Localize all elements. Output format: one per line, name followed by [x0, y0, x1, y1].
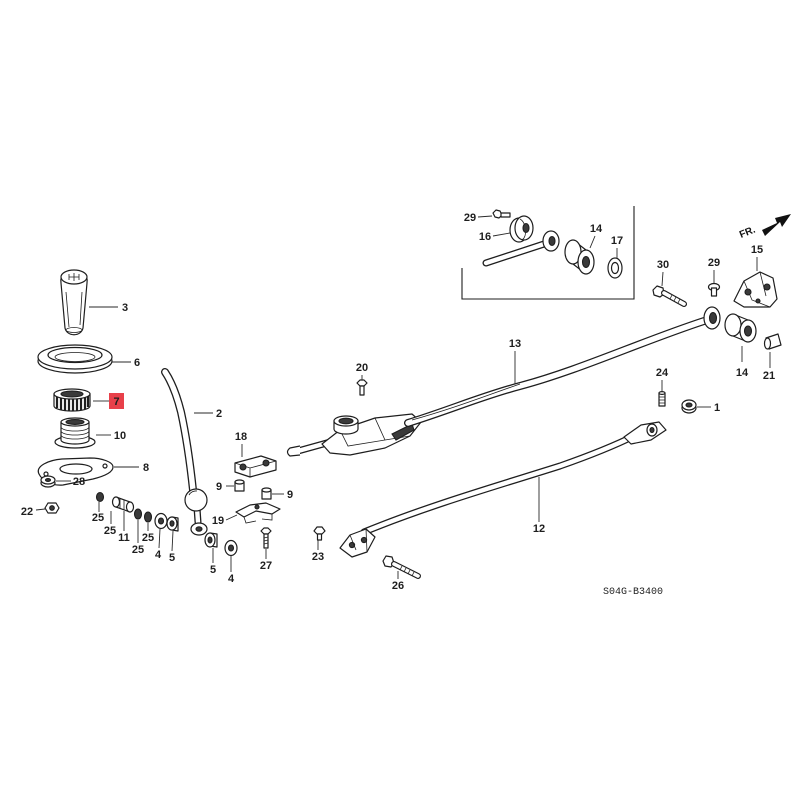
- shift-knob: [60, 269, 88, 336]
- callout-2: 2: [216, 408, 222, 420]
- callout-7-highlighted: 7: [113, 396, 119, 408]
- bushing-5b: [204, 532, 218, 548]
- washer-4a: [154, 512, 168, 530]
- callout-12: 12: [533, 523, 545, 535]
- drawing-code: S04G-B3400: [603, 587, 663, 598]
- washer-4b: [224, 539, 238, 557]
- callout-5-a: 5: [169, 552, 175, 564]
- nut-22: [44, 502, 60, 514]
- nut-1: [681, 399, 697, 414]
- callout-14-b: 14: [736, 367, 749, 379]
- pin-24: [658, 391, 666, 407]
- leader-line: [589, 235, 596, 249]
- callout-29-a: 29: [464, 212, 476, 224]
- leader-line: [661, 271, 664, 287]
- collar-9b: [261, 487, 272, 500]
- bushing-14-right: [724, 313, 757, 343]
- bushing-14-inset: [564, 239, 595, 275]
- callout-27: 27: [260, 560, 272, 572]
- callout-4-a: 4: [155, 549, 162, 561]
- callout-5-b: 5: [210, 564, 216, 576]
- leader-line: [225, 514, 238, 521]
- bolt-30: [652, 285, 687, 307]
- callout-25-a: 25: [92, 512, 104, 524]
- leader-line: [477, 215, 493, 218]
- callout-14-a: 14: [590, 223, 603, 235]
- callout-30: 30: [657, 259, 669, 271]
- change-rod-bracket: [286, 413, 422, 457]
- callout-labels: 3 6 7 10 8 28 22 25 25 11 25 25 4 5 2 18…: [21, 212, 775, 592]
- bolt-20: [356, 379, 368, 396]
- callout-18: 18: [235, 431, 247, 443]
- leader-line: [158, 528, 161, 549]
- collar-9a: [234, 479, 245, 492]
- bolt-29-inset: [492, 209, 511, 219]
- small-spacer-25a: [95, 491, 105, 503]
- callout-15: 15: [751, 244, 763, 256]
- callout-24: 24: [656, 367, 669, 379]
- callout-23: 23: [312, 551, 324, 563]
- boot-retainer-gear-ring: [53, 388, 91, 412]
- callout-13: 13: [509, 338, 521, 350]
- callout-8: 8: [143, 462, 149, 474]
- mounting-bracket-15: [733, 271, 778, 308]
- callout-28: 28: [73, 476, 85, 488]
- selector-bracket-18: [234, 455, 277, 478]
- callout-29-b: 29: [708, 257, 720, 269]
- callout-11: 11: [118, 532, 130, 544]
- callout-3: 3: [122, 302, 128, 314]
- shift-lever: [161, 368, 208, 536]
- small-spacer-25c: [143, 511, 153, 523]
- callout-22: 22: [21, 506, 33, 518]
- grommet-16: [509, 215, 534, 243]
- bushing-5a: [166, 516, 179, 532]
- callout-20: 20: [356, 362, 368, 374]
- bolt-29-right: [707, 282, 721, 297]
- wire-clip-19: [235, 502, 281, 524]
- base-plate: [37, 457, 114, 486]
- extension-rod-12: [339, 421, 667, 558]
- leader-line: [35, 508, 46, 511]
- callout-9-a: 9: [216, 481, 222, 493]
- callout-25-c: 25: [132, 544, 144, 556]
- bolt-23: [313, 526, 326, 541]
- leader-line: [492, 232, 511, 237]
- callout-9-b: 9: [287, 489, 293, 501]
- callout-17: 17: [611, 235, 623, 247]
- leader-lines: [35, 215, 771, 579]
- leader-line: [171, 530, 174, 552]
- callout-1: 1: [714, 402, 720, 414]
- inset-frame: [461, 206, 635, 300]
- highlight-box-7: [109, 393, 124, 409]
- front-arrow-icon: [762, 214, 791, 236]
- bolt-26: [382, 555, 421, 579]
- pin-21: [763, 333, 782, 350]
- shift-boot-ring: [37, 344, 113, 374]
- bolt-27: [260, 527, 272, 549]
- callout-25-d: 25: [142, 532, 154, 544]
- small-spacer-25b: [133, 508, 143, 520]
- bushing-11: [111, 496, 135, 513]
- change-rod-13: [404, 306, 721, 427]
- callout-19: 19: [212, 515, 224, 527]
- inset-rod: [482, 230, 560, 267]
- callout-16: 16: [479, 231, 491, 243]
- callout-4-b: 4: [228, 573, 235, 585]
- callout-10: 10: [114, 430, 126, 442]
- washer-17: [607, 257, 623, 279]
- callout-25-b: 25: [104, 525, 116, 537]
- nut-28: [40, 475, 56, 488]
- callout-26: 26: [392, 580, 404, 592]
- lever-bushing-holder: [54, 417, 96, 449]
- callout-21: 21: [763, 370, 775, 382]
- callout-6: 6: [134, 357, 140, 369]
